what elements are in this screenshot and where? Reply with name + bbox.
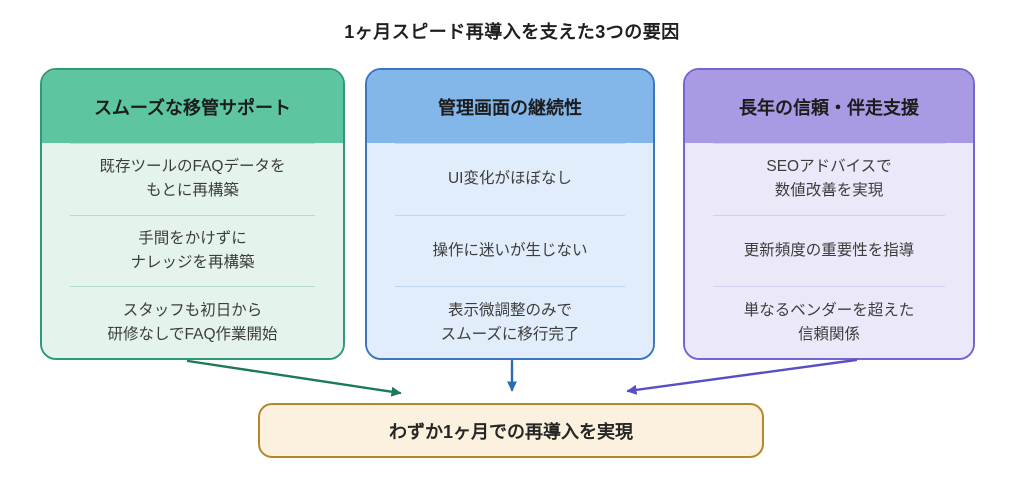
item-line: 操作に迷いが生じない [432,242,588,259]
item-line: 数値改善を実現 [774,182,884,200]
card-header: スムーズな移管サポート [42,70,343,143]
arrow-green-to-result [186,359,402,397]
card-item: 手間をかけずに ナレッジを再構築 [70,214,315,287]
item-line: ナレッジを再構築 [130,254,255,271]
item-line: 更新頻度の重要性を指導 [743,242,915,259]
item-line: 研修なしでFAQ作業開始 [107,325,278,343]
card-trust-support: 長年の信頼・伴走支援 SEOアドバイスで 数値改善を実現 更新頻度の重要性を指導… [683,68,975,360]
item-line: スタッフも初日から [122,301,263,319]
item-line: もとに再構築 [146,182,239,200]
card-item: 表示微調整のみで スムーズに移行完了 [395,286,625,358]
card-header: 管理画面の継続性 [367,70,653,143]
item-line: 既存ツールのFAQデータを [99,158,286,176]
card-item: 操作に迷いが生じない [395,214,625,287]
card-item: UI変化がほぼなし [395,143,625,215]
item-line: 信頼関係 [797,325,860,343]
card-admin-ui-continuity: 管理画面の継続性 UI変化がほぼなし 操作に迷いが生じない 表示微調整のみで ス… [365,68,655,360]
card-item: スタッフも初日から 研修なしでFAQ作業開始 [70,286,315,358]
result-box: わずか1ヶ月での再導入を実現 [258,403,764,458]
card-item: 既存ツールのFAQデータを もとに再構築 [70,143,315,215]
item-line: UI変化がほぼなし [447,170,572,188]
card-migration-support: スムーズな移管サポート 既存ツールのFAQデータを もとに再構築 手間をかけずに… [40,68,345,360]
item-line: スムーズに移行完了 [440,325,580,343]
card-item: SEOアドバイスで 数値改善を実現 [713,143,945,215]
item-line: 手間をかけずに [138,230,247,247]
card-item: 更新頻度の重要性を指導 [713,214,945,287]
card-item: 単なるベンダーを超えた 信頼関係 [713,286,945,358]
card-body: SEOアドバイスで 数値改善を実現 更新頻度の重要性を指導 単なるベンダーを超え… [685,143,973,358]
diagram-title: 1ヶ月スピード再導入を支えた3つの要因 [344,22,680,42]
item-line: SEOアドバイスで [766,158,892,176]
card-header: 長年の信頼・伴走支援 [685,70,973,143]
card-body: UI変化がほぼなし 操作に迷いが生じない 表示微調整のみで スムーズに移行完了 [367,143,653,358]
card-body: 既存ツールのFAQデータを もとに再構築 手間をかけずに ナレッジを再構築 スタ… [42,143,343,358]
item-line: 表示微調整のみで [447,301,572,319]
item-line: 単なるベンダーを超えた [743,301,915,319]
arrow-purple-to-result [626,358,858,395]
result-box-label: わずか1ヶ月での再導入を実現 [388,421,633,442]
